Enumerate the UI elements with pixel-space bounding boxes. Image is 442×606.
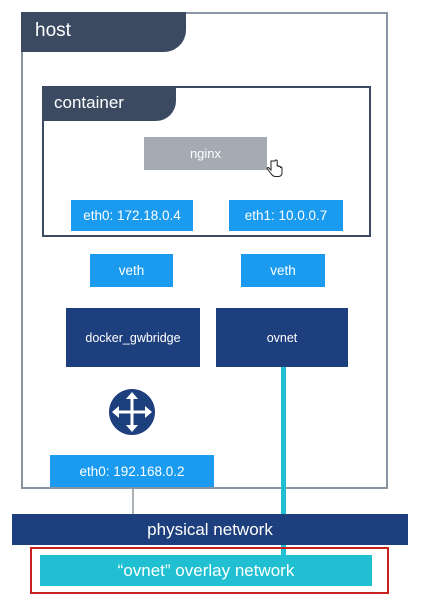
router-icon — [109, 389, 155, 435]
hand-cursor-icon — [266, 159, 283, 177]
veth-left-interface[interactable]: veth — [90, 254, 173, 287]
host-label: host — [21, 12, 186, 52]
connector-host-eth0-physical — [132, 484, 134, 516]
ovnet-bridge-box[interactable]: ovnet — [216, 308, 348, 367]
physical-network-bar[interactable]: physical network — [12, 514, 408, 545]
nginx-service-box[interactable]: nginx — [144, 137, 267, 170]
overlay-highlight-frame — [30, 547, 389, 594]
eth1-container-interface[interactable]: eth1: 10.0.0.7 — [229, 200, 343, 231]
overlay-network-bar[interactable]: “ovnet” overlay network — [40, 555, 372, 586]
container-label: container — [42, 86, 176, 121]
overlay-link-line — [281, 367, 286, 557]
veth-right-interface[interactable]: veth — [241, 254, 325, 287]
eth0-container-interface[interactable]: eth0: 172.18.0.4 — [71, 200, 193, 231]
docker-gwbridge-box[interactable]: docker_gwbridge — [66, 308, 200, 367]
eth0-host-interface[interactable]: eth0: 192.168.0.2 — [50, 455, 214, 487]
host-box — [21, 12, 388, 489]
